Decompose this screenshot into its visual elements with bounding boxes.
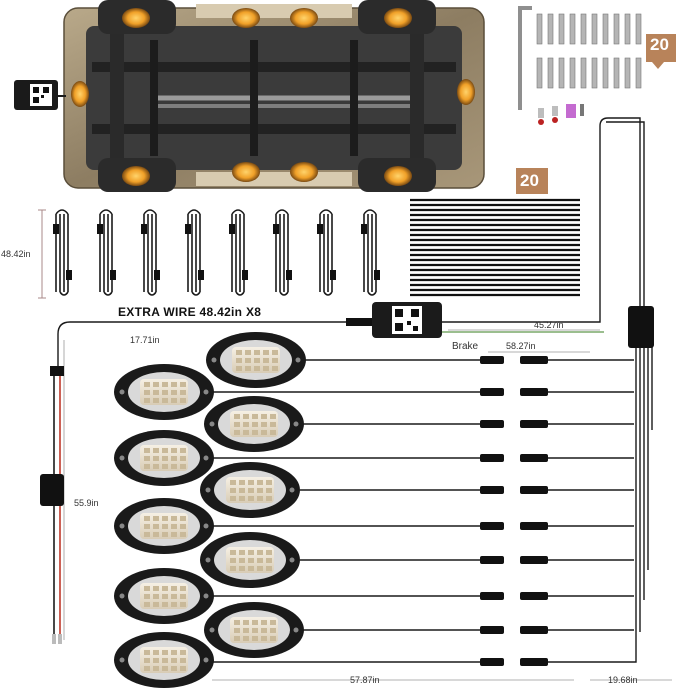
- top-left-length-label: 17.71in: [130, 335, 160, 345]
- bluetooth-controller: [346, 302, 442, 338]
- ties-count-label: 20: [520, 171, 539, 190]
- led-pod: [200, 462, 300, 518]
- screws-count-label: 20: [650, 35, 669, 54]
- bottom-span-length-label: 57.87in: [350, 675, 380, 685]
- brake-label: Brake: [452, 341, 479, 352]
- extra-wire-height-label: 48.42in: [1, 249, 31, 259]
- power-lead: [40, 366, 64, 644]
- extra-wire-label: EXTRA WIRE 48.42in X8: [118, 305, 262, 319]
- led-pod-lights: [114, 332, 306, 688]
- bottom-right-length-label: 19.68in: [608, 675, 638, 685]
- led-pod: [114, 568, 214, 624]
- screws-count-badge-bg: [646, 34, 676, 62]
- power-lead-length-label: 55.9in: [74, 498, 99, 508]
- led-pod: [114, 430, 214, 486]
- extra-wire-connectors: [53, 224, 380, 280]
- inline-connectors: [480, 356, 548, 666]
- led-pod: [206, 332, 306, 388]
- cable-ties: [410, 198, 580, 297]
- brake-run-length-label: 58.27in: [506, 341, 536, 351]
- hardware-parts: [518, 6, 642, 125]
- led-pod: [114, 498, 214, 554]
- led-pod: [200, 532, 300, 588]
- wiring-harness: [57, 117, 653, 663]
- extra-wire-dimension-line: [38, 209, 46, 299]
- led-pod: [204, 602, 304, 658]
- wire-splitter: [628, 306, 654, 348]
- ties-count-badge-bg: [516, 168, 548, 194]
- led-pod: [114, 364, 214, 420]
- led-pod: [114, 632, 214, 688]
- led-pod: [204, 396, 304, 452]
- vehicle-underside: [14, 0, 485, 192]
- extra-wire-coils: [55, 209, 377, 296]
- main-run-length-label: 45.27in: [534, 320, 564, 330]
